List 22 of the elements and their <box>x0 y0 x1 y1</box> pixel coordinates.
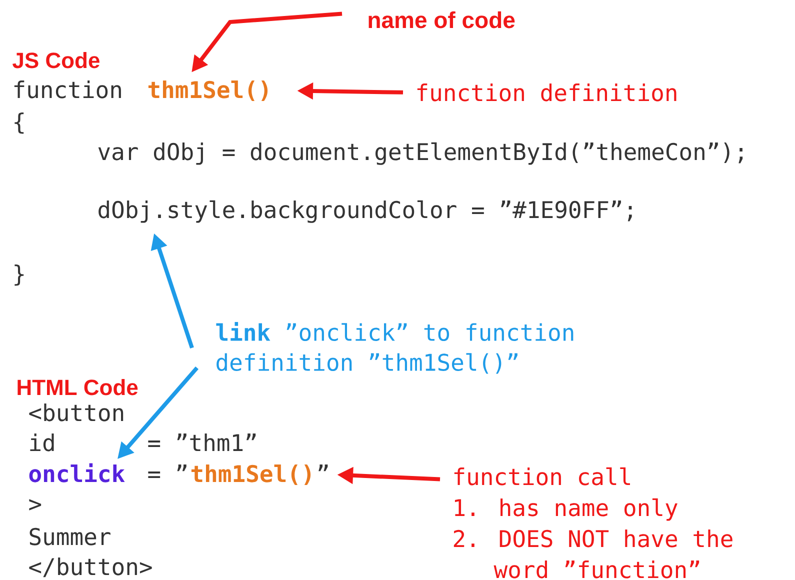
code-line: { <box>14 112 24 134</box>
section-heading: JS Code <box>12 52 100 68</box>
callout-text: function call 1. has name only 2. DOES NOT have the word ”function” <box>454 467 732 578</box>
section-heading: HTML Code <box>18 379 138 396</box>
code-keyword: function <box>14 80 121 98</box>
function-name: thm1Sel() <box>191 464 311 486</box>
callout-text: name of code <box>368 11 515 28</box>
code-line: Summer <box>30 528 110 546</box>
code-line: = ”thm1” <box>148 434 256 451</box>
code-line: dObj.style.backgroundColor = ”#1E90FF”; <box>98 200 632 223</box>
code-text: = ” <box>148 464 186 478</box>
code-line: var dObj = document.getElementById(”themeCon”); <box>98 142 743 165</box>
callout-text: link ”onclick” to function definition ”thm1Sel()” <box>216 322 574 374</box>
code-text: ” <box>318 464 328 472</box>
callout-text: function definition <box>417 84 676 102</box>
code-line: } <box>14 264 24 286</box>
code-line: > <box>29 499 42 510</box>
code-line: </button> <box>29 558 152 578</box>
function-name: thm1Sel() <box>148 80 268 102</box>
code-line: <button <box>29 404 124 422</box>
code-line: id <box>30 434 54 452</box>
attribute-name: onclick <box>29 463 125 482</box>
